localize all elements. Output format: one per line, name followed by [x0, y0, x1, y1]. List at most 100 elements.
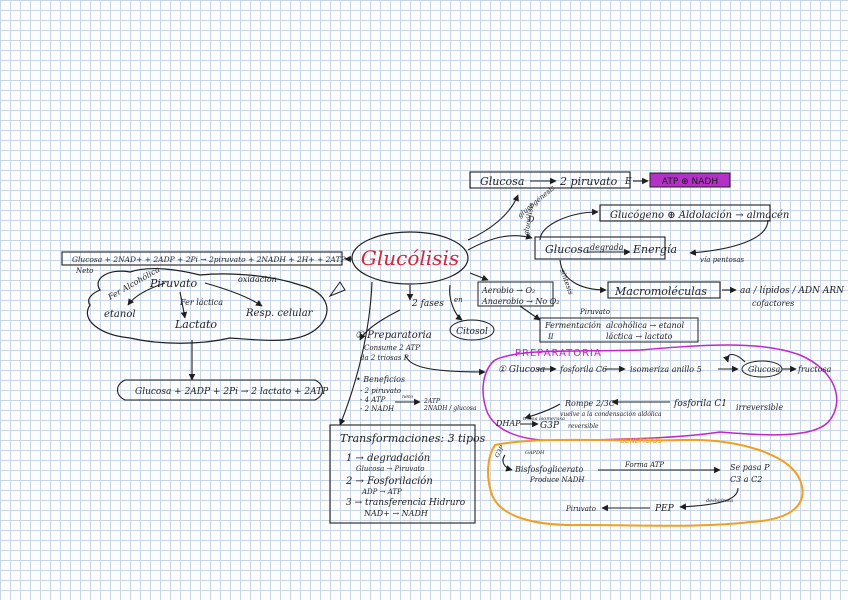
lactato-equation-text: Glucosa + 2ADP + 2Pi → 2 lactato + 2ATP: [135, 387, 329, 397]
prep-reversible: reversible: [568, 423, 599, 430]
prep-fructosa: fructosa: [797, 365, 832, 374]
d-symbol: D: [527, 215, 535, 224]
ben-gapdh: GAPDH: [525, 450, 545, 456]
preparatoria-cloud: [482, 344, 838, 441]
fase-consume: Consume 2 ATP: [364, 344, 420, 352]
center-title: Glucólisis: [361, 246, 459, 270]
fermentacion-group: Piruvato Fermentación alcohólica → etano…: [519, 305, 699, 343]
fase-atp-neto: 2ATP: [423, 398, 441, 405]
fermentacion-box: [539, 317, 699, 343]
left-equation-box: [61, 251, 343, 266]
cloud-etanol: etanol: [104, 309, 136, 320]
trans-t3-sub: NAD+ → NADH: [363, 509, 429, 518]
prep-irreversible: irreversible: [736, 403, 783, 412]
piruvato-cloud: [86, 267, 328, 344]
fase-piruvato: - 2 piruvato: [360, 387, 401, 395]
prep-rompe: Rompe 2/3C: [564, 399, 615, 408]
center-node: Glucólisis: [351, 231, 469, 285]
tr-cofactores: cofactores: [752, 299, 794, 308]
fase-beneficios: • Beneficios: [356, 375, 405, 384]
top-glucosa: Glucosa: [480, 175, 524, 188]
ben-bisfosfo: Bisfosfoglicerato: [514, 465, 583, 474]
ferm-alcoholica: alcohólica → etanol: [606, 321, 684, 330]
center-items-group: Aerobio → O₂ Anaerobio → No O₂ Citosol e…: [339, 272, 559, 426]
piruvato-cloud-group: Piruvato Fer Alcohólica oxidación Fer lá…: [86, 265, 346, 381]
top-piruvato: 2 piruvato: [559, 175, 618, 188]
beneficios-label: BENEFICIOS: [620, 437, 662, 445]
trans-title: Transformaciones: 3 tipos: [340, 432, 486, 445]
ben-produce-nadh: Produce NADH: [529, 476, 585, 484]
preparatoria-group: PREPARATORIA ① Glucosa fosforila C6 isom…: [482, 344, 838, 441]
cloud-piruvato: Piruvato: [149, 277, 197, 290]
glucogeno-text: Glucógeno ⊕ Aldolación → almacén: [610, 210, 789, 221]
ben-deshidrata: deshidrata: [706, 498, 733, 504]
aerobio-text: Aerobio → O₂: [481, 286, 535, 295]
transformaciones-box: [329, 424, 476, 524]
ben-c3: C3 a C2: [730, 475, 762, 484]
prep-isomeriza: isomeriza anillo 5: [630, 365, 702, 374]
tr-glucosa: Glucosa: [545, 243, 589, 256]
glucogeno-box: [599, 204, 771, 222]
cloud-resp: Resp. celular: [245, 308, 314, 319]
glucosa-energia-box: [534, 236, 666, 260]
left-equation-group: Glucosa + 2NAD+ + 2ADP + 2Pi → 2piruvato…: [61, 251, 352, 275]
top-box-group: Glucosa 2 piruvato E ATP ⊕ NADH: [469, 171, 731, 189]
beneficios-group: BENEFICIOS GAPDH G3P Bisfosfoglicerato P…: [487, 437, 804, 527]
tr-side-1: glucogénesis: [516, 184, 557, 220]
top-box: [469, 171, 631, 189]
prep-vuelve: vuelve a la condensación aldólica: [560, 411, 662, 418]
top-e: E: [624, 177, 632, 187]
ben-g3p: G3P: [494, 444, 507, 459]
prep-g3p: G3P: [540, 421, 560, 431]
beneficios-cloud: [487, 438, 804, 527]
tr-side-4: vía pentosas: [700, 256, 745, 264]
atp-nadh-label: ATP ⊕ NADH: [662, 177, 718, 187]
prep-fosforila: fosforila C6: [559, 365, 607, 374]
trans-t3: 3 → transferencia Hidruro: [346, 498, 466, 508]
fase-preparatoria: ① Preparatoria: [355, 330, 432, 341]
prep-fosforila-c1: fosforila C1: [673, 399, 727, 409]
fase-neto: neto: [402, 394, 413, 400]
center-ellipse: [351, 231, 469, 285]
ben-se-pasa: Se pasa P: [730, 463, 770, 472]
trans-t2-sub: ADP → ATP: [361, 488, 402, 496]
citosol-ellipse: [449, 319, 495, 341]
trans-t1-sub: Glucosa → Piruvato: [356, 465, 425, 473]
en-text: en: [454, 296, 463, 304]
tr-energia: Energía: [632, 243, 677, 256]
top-right-group: Glucógeno ⊕ Aldolación → almacén Glucosa…: [467, 184, 845, 308]
ben-pep: PEP: [654, 504, 675, 514]
lactato-equation-box: [116, 379, 324, 401]
left-neto: Neto: [75, 267, 93, 275]
transformaciones-group: Transformaciones: 3 tipos 1 → degradació…: [329, 424, 486, 524]
prep-dhap: DHAP: [495, 419, 521, 428]
preparatoria-label: PREPARATORIA: [515, 348, 602, 359]
tr-degrada: degrada: [590, 243, 624, 252]
ferm-title: Fermentación: [544, 321, 601, 330]
fase-nadh: - 2 NADH: [360, 405, 395, 413]
trans-t1: 1 → degradación: [346, 453, 430, 464]
prep-glucosa: ① Glucosa: [498, 365, 545, 375]
ben-forma-atp: Forma ATP: [624, 461, 664, 469]
fase-nadh-neto: 2NADH / glucosa: [423, 405, 477, 412]
trans-t2: 2 → Fosforilación: [345, 476, 433, 487]
tr-macro: Macromoléculas: [614, 285, 707, 298]
dos-fases: 2 fases: [411, 299, 444, 309]
cloud-fer-lactica: Fer láctica: [179, 298, 223, 307]
ferm-piruvato: Piruvato: [579, 308, 610, 316]
ben-piruvato: Piruvato: [565, 505, 596, 513]
ferm-lactica: láctica → lactato: [606, 332, 673, 341]
fase-atp: - 4 ATP: [360, 396, 386, 404]
fases-list-group: ① Preparatoria Consume 2 ATP da 2 triosa…: [355, 330, 486, 413]
ferm-ii: II: [547, 333, 554, 341]
prep-glucosa2: Glucosa: [748, 365, 781, 374]
macromoleculas-box: [607, 281, 721, 299]
aerobio-box: [477, 281, 554, 307]
fase-da: da 2 triosas P: [360, 354, 409, 362]
cloud-lactato: Lactato: [174, 318, 217, 331]
left-equation-text: Glucosa + 2NAD+ + 2ADP + 2Pi → 2piruvato…: [72, 255, 346, 264]
anaerobio-text: Anaerobio → No O₂: [481, 297, 559, 306]
tr-productos: aa / lípidos / ADN ARN: [740, 285, 845, 296]
citosol-text: Citosol: [456, 327, 488, 337]
